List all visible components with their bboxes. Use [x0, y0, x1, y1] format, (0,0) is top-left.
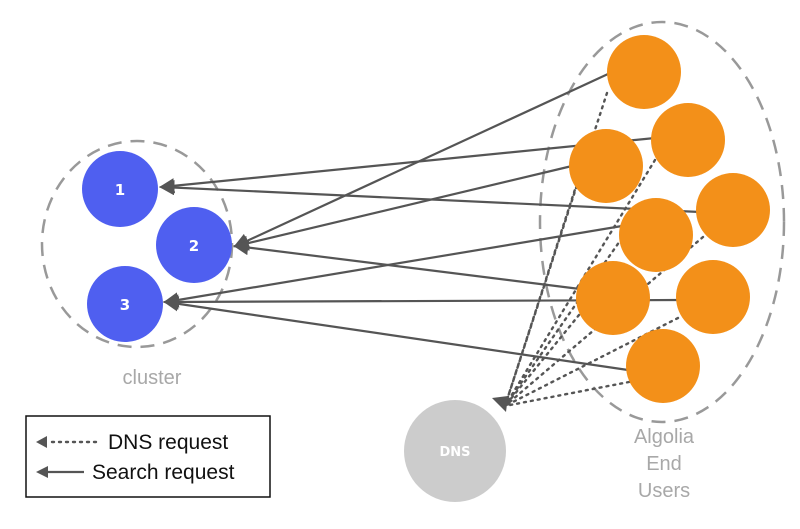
- legend-dns-arrowhead: [36, 436, 47, 448]
- server-label-3: 3: [120, 296, 130, 314]
- search-request-arrow: [162, 224, 623, 308]
- dns-node: [404, 400, 506, 502]
- legend-search-arrowhead: [36, 466, 48, 478]
- legend-dns-request-label: DNS request: [108, 431, 228, 454]
- legend-search-request-label: Search request: [92, 461, 235, 484]
- cluster-outline: [40, 139, 234, 349]
- dns-arrowhead: [492, 396, 508, 412]
- search-request-arrow: [232, 239, 581, 291]
- server-node-1: [82, 151, 158, 227]
- users-label-line-2: End: [646, 453, 682, 475]
- search-request-arrow: [233, 73, 609, 248]
- dns-request-line: [503, 175, 581, 408]
- cluster-servers: 1 2 3: [82, 151, 232, 342]
- user-node: [626, 329, 700, 403]
- dns-request-line: [503, 158, 657, 408]
- end-users: [569, 35, 770, 403]
- dns-label: DNS: [439, 445, 470, 460]
- users-group-outline: [538, 20, 786, 424]
- search-request-arrow: [162, 296, 629, 372]
- user-node: [576, 261, 650, 335]
- user-node: [651, 103, 725, 177]
- server-label-1: 1: [115, 181, 125, 199]
- search-request-arrow: [158, 179, 701, 214]
- search-request-arrow: [158, 136, 656, 194]
- legend: DNS request Search request: [25, 415, 271, 498]
- user-node: [676, 260, 750, 334]
- search-request-arrow: [233, 164, 573, 251]
- dns-request-line: [503, 380, 631, 408]
- user-node: [607, 35, 681, 109]
- legend-box: [25, 415, 271, 498]
- server-label-2: 2: [189, 237, 199, 255]
- users-label-line-3: Users: [638, 480, 690, 502]
- dns-request-line: [503, 313, 581, 408]
- users-label-line-1: Algolia: [634, 426, 695, 448]
- dns-request-line: [503, 316, 680, 408]
- server-node-2: [156, 207, 232, 283]
- cluster-label: cluster: [123, 367, 182, 389]
- server-node-3: [87, 266, 163, 342]
- user-node: [619, 198, 693, 272]
- user-node: [569, 129, 643, 203]
- user-node: [696, 173, 770, 247]
